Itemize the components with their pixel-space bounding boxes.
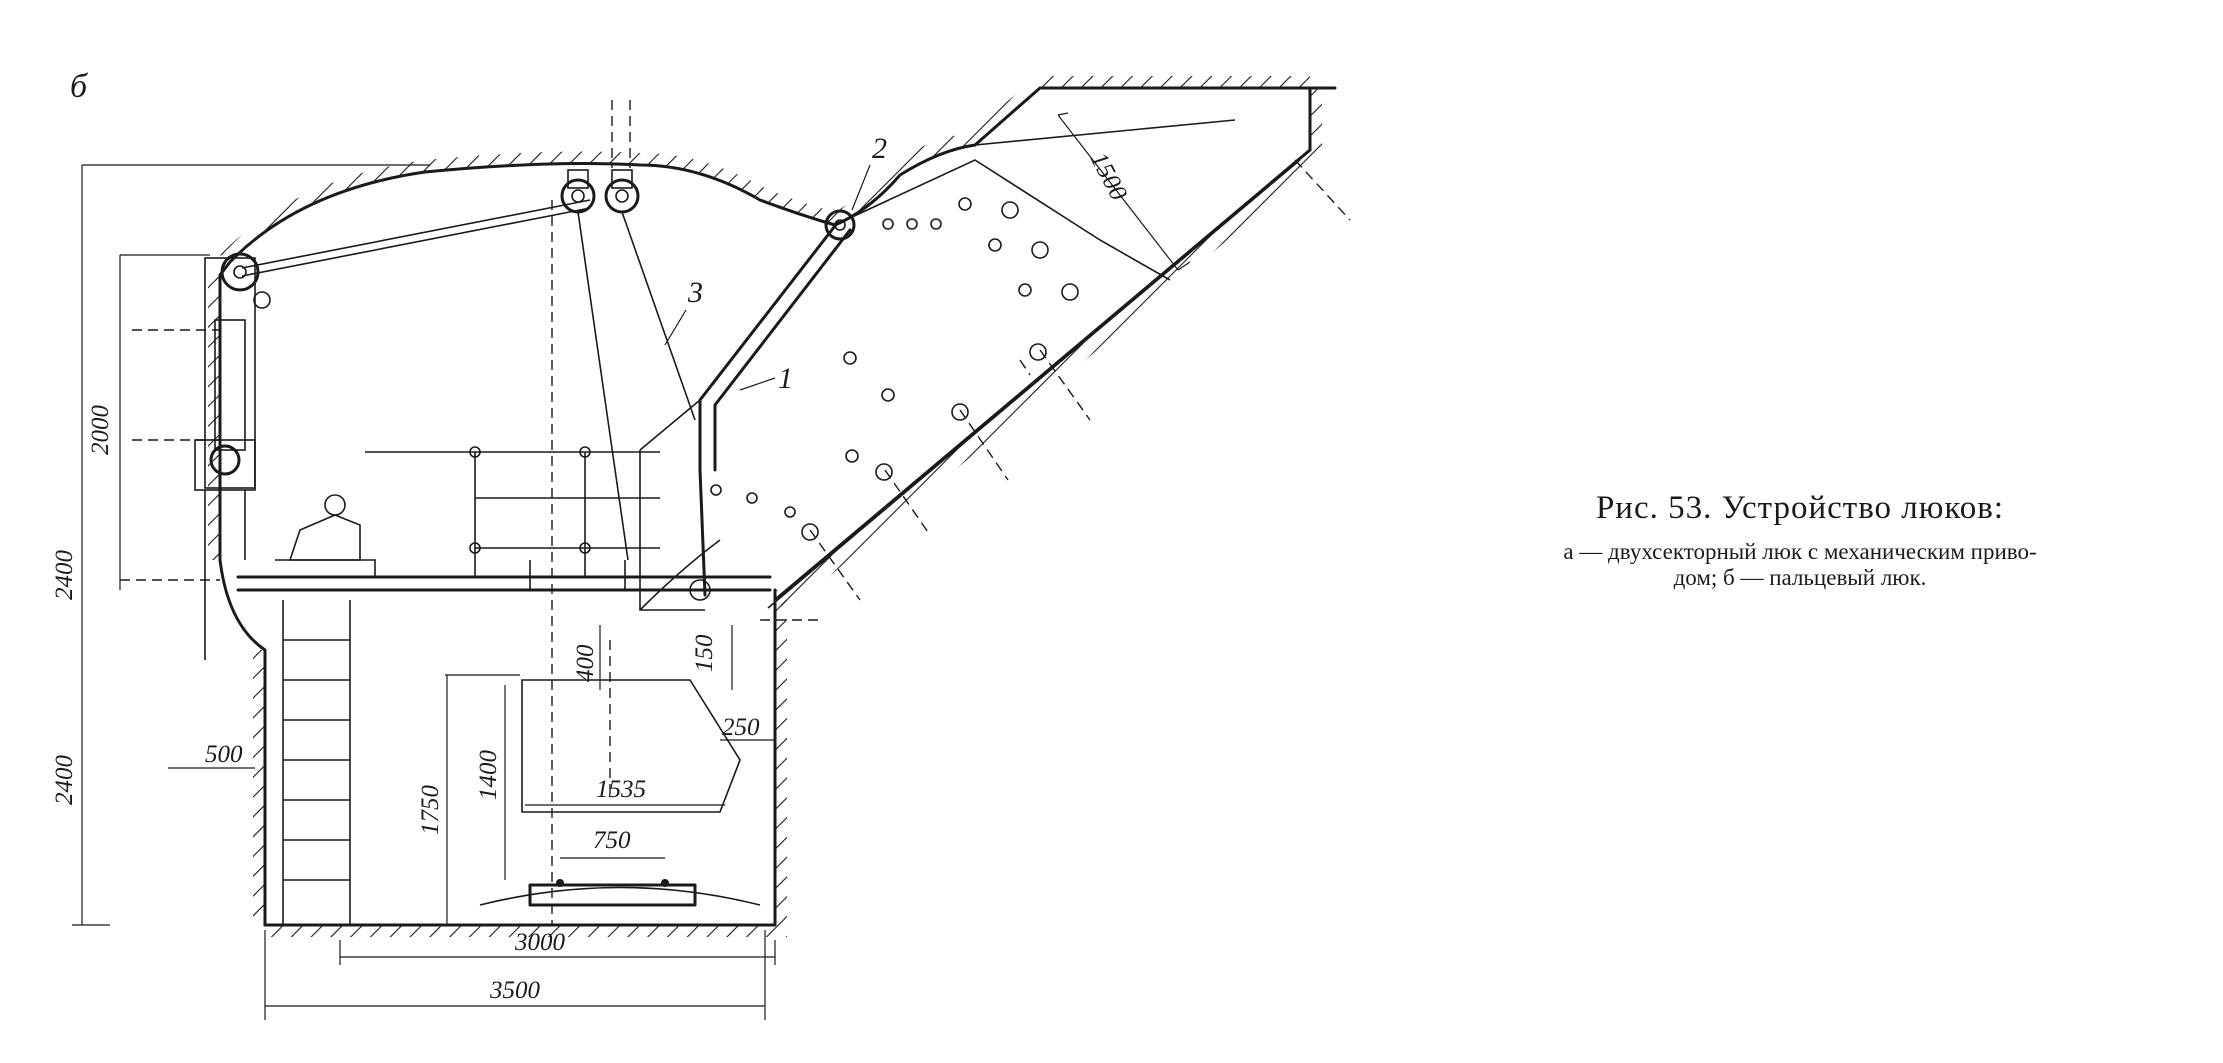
- ladder: [282, 600, 351, 925]
- finger-gate: [639, 197, 1079, 611]
- drive-mechanism: [194, 257, 256, 660]
- dim-3500: 3500: [489, 977, 541, 1004]
- dim-2400-lower: 2400: [51, 755, 78, 806]
- caption-legend-line-1: а — двухсекторный люк с механическим при…: [1563, 539, 2037, 564]
- dim-2000: 2000: [87, 405, 114, 456]
- hoist-winches: [220, 169, 696, 561]
- dim-1500: 1500: [1085, 148, 1133, 205]
- rock-bolts: [120, 100, 1351, 621]
- figure-caption: Рис. 53. Устройство люков: а — двухсекто…: [1395, 487, 2205, 591]
- caption-legend: а — двухсекторный люк с механическим при…: [1395, 539, 2205, 591]
- callout-1: 1: [778, 362, 793, 395]
- callout-2: 2: [872, 132, 887, 165]
- rock-contour: [208, 76, 1337, 937]
- panel-letter: б: [70, 68, 89, 105]
- inclined-chute: 1500: [767, 86, 1312, 609]
- dim-2400-upper: 2400: [51, 550, 78, 601]
- dim-1400: 1400: [475, 750, 502, 801]
- caption-legend-line-2: дом; б — пальцевый люк.: [1673, 565, 1927, 590]
- dim-1750: 1750: [417, 785, 444, 836]
- dim-400: 400: [572, 644, 599, 682]
- callout-3: 3: [687, 276, 703, 309]
- dim-1535: 1535: [596, 776, 646, 803]
- dim-3000: 3000: [514, 929, 566, 956]
- dim-500: 500: [205, 741, 243, 768]
- platform: [236, 446, 772, 592]
- caption-title: Рис. 53. Устройство люков:: [1595, 490, 2005, 526]
- dim-750: 750: [593, 827, 631, 854]
- mine-car: [479, 200, 761, 925]
- dim-250: 250: [722, 714, 760, 741]
- dimensions: [72, 164, 776, 1020]
- dim-150: 150: [691, 634, 718, 672]
